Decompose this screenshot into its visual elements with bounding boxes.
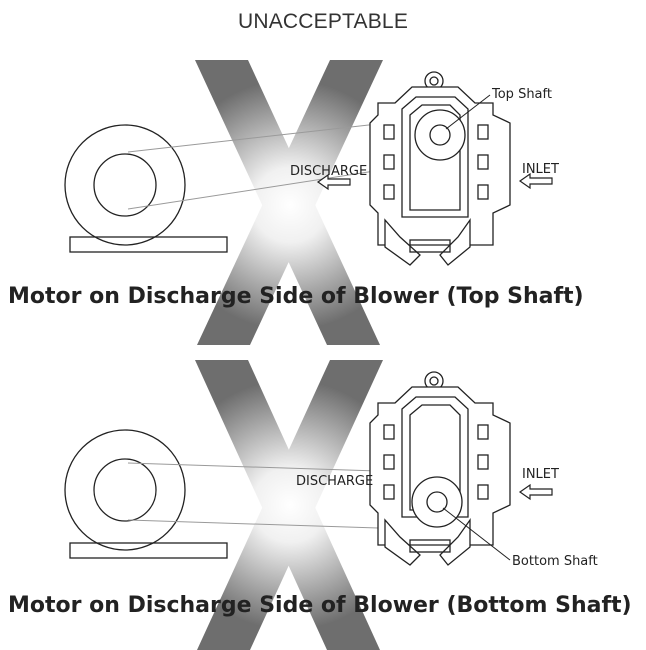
- page-heading: UNACCEPTABLE: [237, 10, 409, 33]
- discharge-label: DISCHARGE: [290, 164, 367, 179]
- blower: [369, 71, 511, 266]
- discharge-label: DISCHARGE: [296, 474, 373, 489]
- shaft-label: Bottom Shaft: [512, 554, 598, 569]
- shaft-leader-line: [445, 94, 491, 130]
- diagram-caption: Motor on Discharge Side of Blower (Botto…: [8, 593, 632, 618]
- inlet-arrow-icon: [518, 172, 553, 190]
- diagram-top-shaft: Top Shaft DISCHARGE INLET Motor on Disch…: [0, 55, 646, 355]
- shaft-leader-line: [442, 507, 511, 561]
- motor: [64, 124, 228, 253]
- inlet-arrow-icon: [518, 483, 553, 501]
- x-mark-icon: [165, 60, 415, 345]
- discharge-arrow-icon: [316, 173, 351, 191]
- diagram-caption: Motor on Discharge Side of Blower (Top S…: [8, 284, 584, 309]
- x-mark-icon: [165, 360, 415, 650]
- diagram-bottom-svg: Bottom Shaft DISCHARGE INLET Motor on Di…: [8, 360, 632, 650]
- inlet-label: INLET: [522, 162, 559, 177]
- motor: [64, 429, 228, 559]
- shaft-label: Top Shaft: [491, 87, 552, 102]
- blower: [369, 371, 511, 566]
- inlet-label: INLET: [522, 467, 559, 482]
- diagram-bottom-shaft: Bottom Shaft DISCHARGE INLET Motor on Di…: [0, 355, 646, 650]
- diagram-top-svg: Top Shaft DISCHARGE INLET Motor on Disch…: [8, 60, 584, 345]
